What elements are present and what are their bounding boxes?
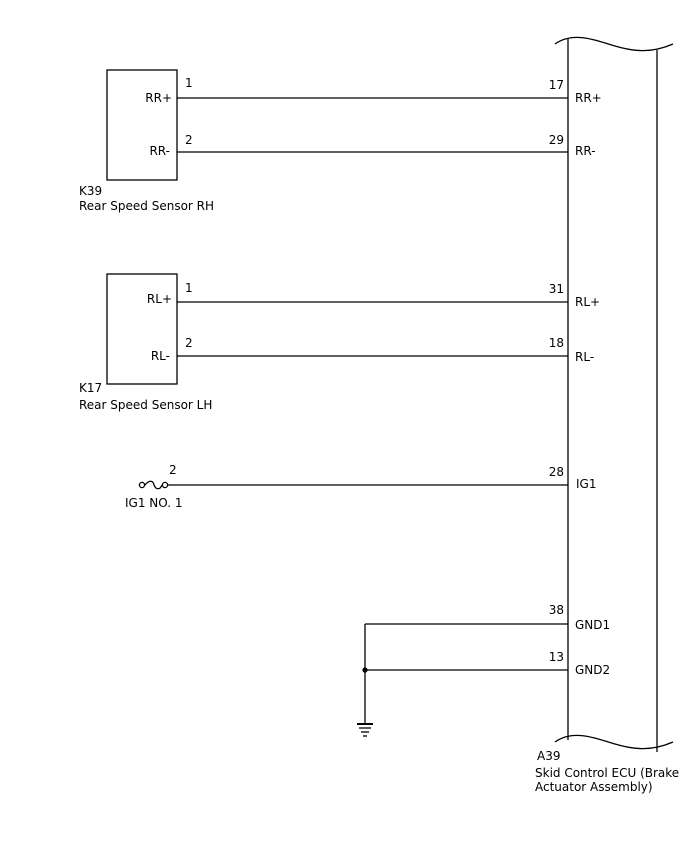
sensor-lh: RL+ RL- 1 2 K17 Rear Speed Sensor LH xyxy=(79,273,212,412)
ecu-body xyxy=(554,36,674,752)
ecu-pin-18: 18 xyxy=(549,336,564,350)
ecu-pin-17: 17 xyxy=(549,78,564,92)
sensor-rh-signal-1: RR+ xyxy=(145,91,172,105)
ecu-pin-29: 29 xyxy=(549,133,564,147)
sensor-rh-code: K39 xyxy=(79,184,102,198)
ecu-code: A39 xyxy=(537,749,560,763)
sensor-lh-code: K17 xyxy=(79,381,102,395)
ground-icon xyxy=(357,723,373,737)
fuse-terminal-right xyxy=(161,481,169,489)
ecu-signal-rr-plus: RR+ xyxy=(575,91,602,105)
ecu-pin-28: 28 xyxy=(549,465,564,479)
ecu-signal-ig1: IG1 xyxy=(576,477,596,491)
ecu-signal-rl-plus: RL+ xyxy=(575,295,600,309)
fuse-name: IG1 NO. 1 xyxy=(125,496,183,510)
sensor-rh-box xyxy=(106,69,178,181)
sensor-lh-pin-1: 1 xyxy=(185,281,193,295)
fuse-icon xyxy=(144,480,163,490)
sensor-lh-signal-1: RL+ xyxy=(147,292,172,306)
fuse-pin: 2 xyxy=(169,463,177,477)
sensor-rh-pin-1: 1 xyxy=(185,76,193,90)
ecu-signal-gnd1: GND1 xyxy=(575,618,610,632)
sensor-lh-pin-2: 2 xyxy=(185,336,193,350)
sensor-rh-pin-2: 2 xyxy=(185,133,193,147)
fuse-ig1: 2 IG1 NO. 1 xyxy=(125,463,183,510)
sensor-rh-name: Rear Speed Sensor RH xyxy=(79,199,214,213)
ecu-pin-31: 31 xyxy=(549,282,564,296)
ecu-name-line-2: Actuator Assembly) xyxy=(535,780,653,794)
sensor-rh-signal-2: RR- xyxy=(149,144,170,158)
ecu-pin-13: 13 xyxy=(549,650,564,664)
junction-dot xyxy=(362,667,368,673)
sensor-rh: RR+ RR- 1 2 K39 Rear Speed Sensor RH xyxy=(79,69,214,213)
sensor-lh-box xyxy=(106,273,178,385)
ecu-name-line-1: Skid Control ECU (Brake xyxy=(535,766,679,780)
ecu-signal-gnd2: GND2 xyxy=(575,663,610,677)
ecu-pin-38: 38 xyxy=(549,603,564,617)
ecu-signal-rr-minus: RR- xyxy=(575,144,596,158)
ground-circuit xyxy=(357,623,568,737)
ecu-signal-rl-minus: RL- xyxy=(575,350,594,364)
sensor-lh-signal-2: RL- xyxy=(151,349,170,363)
fuse-terminal-left xyxy=(138,481,146,489)
sensor-lh-name: Rear Speed Sensor LH xyxy=(79,398,212,412)
